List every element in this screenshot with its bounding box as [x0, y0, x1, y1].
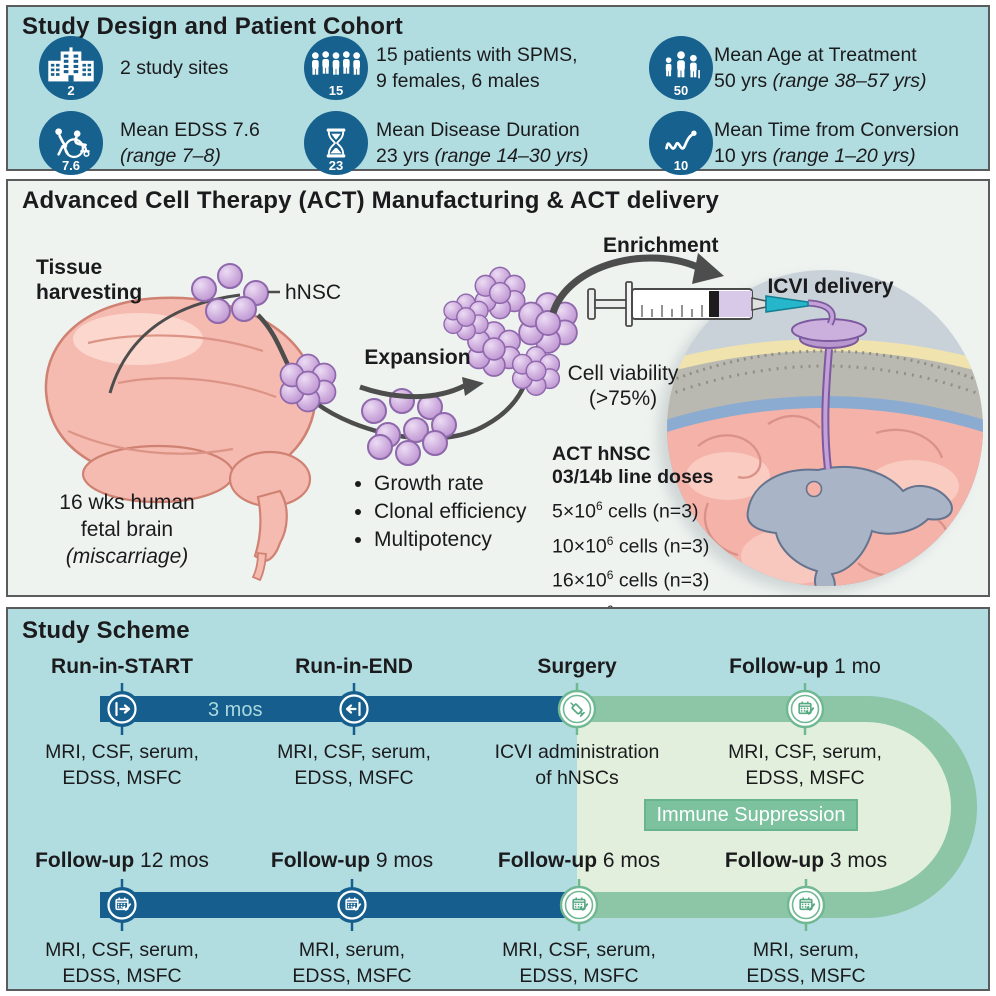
expansion-label: Expansion	[364, 346, 471, 369]
event-followup-6mos-assessments: MRI, CSF, serum,EDSS, MSFC	[502, 939, 656, 987]
hospital-icon: 2	[39, 36, 103, 100]
dose-item: 5×106 cells (n=3)	[552, 499, 699, 523]
stat-badge: 2	[67, 83, 75, 98]
study-scheme-timeline	[100, 683, 977, 931]
wheelchair-icon: 7.6	[39, 111, 103, 175]
stat-badge: 23	[328, 158, 344, 173]
timeline-green-band	[577, 696, 977, 918]
dose-item: 16×106 cells (n=3)	[552, 568, 710, 592]
followup-6mos-calendar-icon	[559, 885, 599, 925]
stat-text-conversion: Mean Time from Conversion 10 yrs (range …	[714, 119, 959, 167]
enrichment-arrow	[549, 253, 724, 315]
segment-duration-label: 3 mos	[208, 699, 263, 721]
event-followup-1mo-assessments: MRI, CSF, serum,EDSS, MSFC	[728, 741, 882, 789]
hnsc-label: hNSC	[285, 281, 342, 304]
dose-list: ACT hNSC 03/14b line doses 5×106 cells (…	[552, 443, 714, 627]
event-followup-3mos: Follow-up 3 mos	[724, 849, 888, 872]
stat-badge: 10	[673, 158, 689, 173]
stat-text-age: Mean Age at Treatment 50 yrs (range 38–5…	[714, 44, 927, 92]
stat-text-study-sites: 2 study sites	[120, 57, 229, 79]
event-followup-9mos: Follow-up 9 mos	[270, 849, 434, 872]
event-run-in-start-assessments: MRI, CSF, serum,EDSS, MSFC	[45, 741, 199, 789]
enrichment-label: Enrichment	[603, 234, 719, 257]
expansion-arrow	[359, 377, 484, 400]
expanded-cells	[361, 388, 457, 466]
event-followup-9mos-assessments: MRI, serum,EDSS, MSFC	[292, 939, 412, 987]
event-run-in-end-assessments: MRI, CSF, serum,EDSS, MSFC	[277, 741, 431, 789]
run-in-end-icon	[336, 691, 372, 727]
dose-item: 10×106 cells (n=3)	[552, 533, 710, 558]
stat-badge: 50	[673, 83, 689, 98]
icvi-delivery-label: ICVI delivery	[767, 275, 894, 298]
act-illustration	[44, 253, 983, 593]
fetal-brain-illustration	[44, 296, 317, 582]
patients-group-icon: 15	[304, 36, 368, 100]
panel3-title: Study Scheme	[22, 617, 190, 644]
event-followup-3mos-assessments: MRI, serum,EDSS, MSFC	[746, 939, 866, 987]
stat-badge: 15	[328, 83, 344, 98]
event-followup-12mos: Follow-up 12 mos	[35, 849, 209, 872]
event-run-in-start: Run-in-START	[51, 655, 193, 678]
hnsc-cells	[191, 263, 280, 324]
run-in-start-icon	[104, 691, 140, 727]
panel-act-manufacturing: Advanced Cell Therapy (ACT) Manufacturin…	[6, 179, 990, 626]
surgery-syringe-icon	[557, 689, 597, 729]
qc-item: Growth rate	[374, 470, 527, 498]
qc-item: Multipotency	[374, 526, 527, 554]
panel-study-design: Study Design and Patient Cohort	[6, 5, 990, 175]
qc-bullet-list: Growth rate Clonal efficiency Multipoten…	[352, 470, 527, 554]
panel2-title: Advanced Cell Therapy (ACT) Manufacturin…	[22, 187, 720, 214]
event-followup-6mos: Follow-up 6 mos	[497, 849, 661, 872]
panel1-title: Study Design and Patient Cohort	[22, 13, 403, 40]
event-followup-1mo: Follow-up 1 mo	[729, 655, 881, 678]
cell-viability-label: Cell viability(>75%)	[567, 362, 679, 410]
event-run-in-end: Run-in-END	[295, 655, 413, 678]
followup-12mos-calendar-icon	[104, 887, 140, 923]
event-followup-12mos-assessments: MRI, CSF, serum,EDSS, MSFC	[45, 939, 199, 987]
syringe-illustration	[587, 281, 809, 327]
stat-text-duration: Mean Disease Duration 23 yrs (range 14–3…	[376, 119, 589, 167]
hourglass-icon: 23	[304, 111, 368, 175]
stat-text-patients: 15 patients with SPMS, 9 females, 6 male…	[376, 44, 578, 92]
stat-text-edss: Mean EDSS 7.6 (range 7–8)	[120, 119, 260, 167]
stat-badge: 7.6	[61, 158, 81, 173]
followup-3mos-calendar-icon	[786, 885, 826, 925]
squiggle-trace-icon: 10	[649, 111, 713, 175]
followup-1mo-calendar-icon	[785, 689, 825, 729]
panel-study-scheme: Study Scheme 3 mos Immune Suppression Ru…	[6, 607, 990, 991]
ommaya-reservoir	[791, 299, 867, 349]
age-people-icon: 50	[649, 36, 713, 100]
followup-9mos-calendar-icon	[334, 887, 370, 923]
immune-suppression-badge: Immune Suppression	[644, 799, 858, 831]
qc-item: Clonal efficiency	[374, 498, 527, 526]
event-surgery: Surgery	[537, 655, 617, 678]
